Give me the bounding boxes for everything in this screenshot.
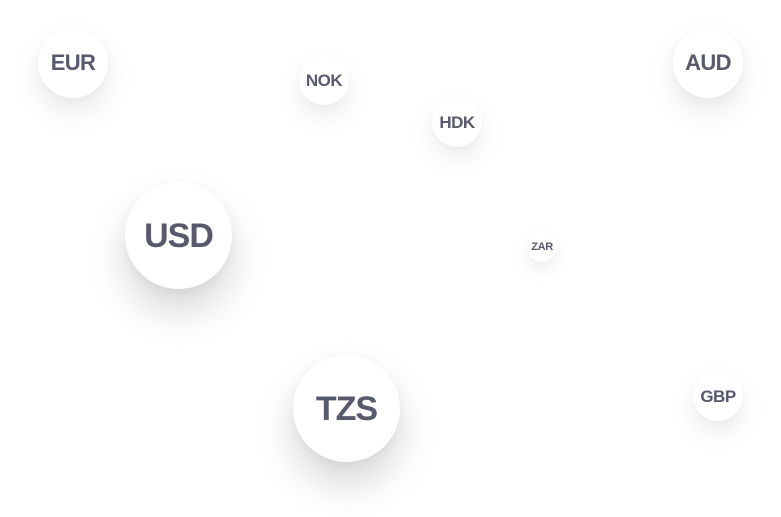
currency-code: USD <box>144 216 214 255</box>
currency-bubble-aud[interactable]: AUD <box>673 28 743 98</box>
currency-code: EUR <box>50 50 96 75</box>
currency-code: GBP <box>700 386 736 406</box>
currency-code: TZS <box>315 389 378 428</box>
currency-bubble-eur[interactable]: EUR <box>38 28 108 98</box>
currency-code: HDK <box>439 112 475 132</box>
currency-bubble-usd[interactable]: USD <box>125 182 232 289</box>
currency-bubble-hdk[interactable]: HDK <box>432 97 482 147</box>
currency-bubble-zar[interactable]: ZAR <box>527 232 557 262</box>
currency-code: ZAR <box>531 240 553 253</box>
currency-bubble-nok[interactable]: NOK <box>299 55 349 105</box>
currency-code: NOK <box>305 70 343 90</box>
currency-bubble-gbp[interactable]: GBP <box>693 371 743 421</box>
currency-bubble-tzs[interactable]: TZS <box>293 355 400 462</box>
currency-code: AUD <box>685 50 731 75</box>
